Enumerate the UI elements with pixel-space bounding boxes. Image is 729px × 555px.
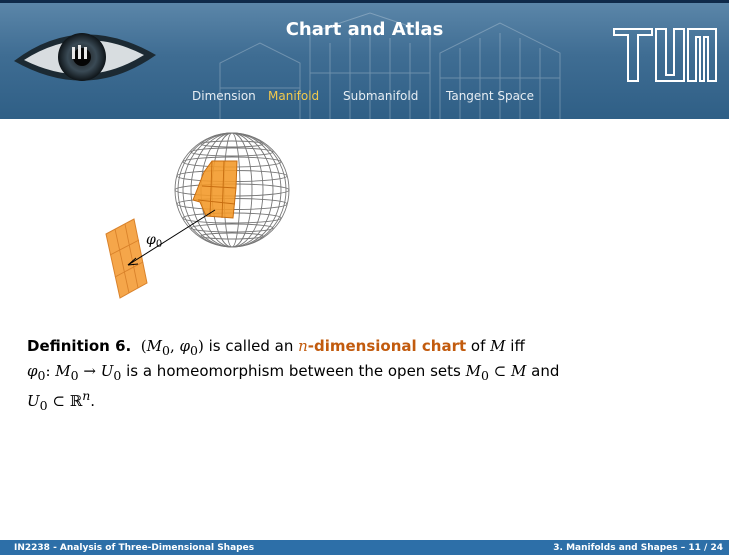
definition-line-2: φ0: M0 → U0 is a homeomorphism between t… — [27, 362, 560, 383]
slide-footer: IN2238 - Analysis of Three-Dimensional S… — [0, 540, 729, 555]
chart-plane — [105, 218, 148, 299]
slide-number: 3. Manifolds and Shapes – 11 / 24 — [553, 543, 723, 553]
nav-dimension[interactable]: Dimension — [192, 89, 256, 103]
map-arrow — [127, 209, 216, 266]
phi0-label: φ0 — [146, 232, 162, 250]
nav-manifold[interactable]: Manifold — [268, 89, 320, 103]
slide-header: Chart and Atlas Dimension Manifold Subma… — [0, 3, 729, 119]
chart-pair: (M0, φ0) — [140, 337, 204, 358]
nav-tangent-space[interactable]: Tangent Space — [446, 89, 534, 103]
building-silhouette — [219, 12, 561, 119]
section-nav: Dimension Manifold Submanifold Tangent S… — [0, 89, 729, 109]
sphere-patch — [192, 160, 238, 219]
definition-line-1: Definition 6. (M0, φ0) is called an n-di… — [27, 337, 525, 358]
top-rule — [0, 0, 729, 3]
course-title: IN2238 - Analysis of Three-Dimensional S… — [14, 543, 255, 553]
definition-line-3: U0 ⊂ ℝn. — [27, 388, 96, 413]
slide-title: Chart and Atlas — [285, 19, 444, 40]
definition-term: n-dimensional chart — [298, 337, 467, 355]
open-set-u0: U0 ⊂ ℝn — [27, 388, 91, 413]
open-set-m0: M0 ⊂ M — [465, 362, 527, 383]
definition-block: Definition 6. (M0, φ0) is called an n-di… — [27, 336, 687, 416]
eye-logo — [14, 33, 156, 81]
tum-logo — [613, 28, 717, 82]
nav-submanifold[interactable]: Submanifold — [343, 89, 419, 103]
definition-label: Definition 6. — [27, 337, 132, 355]
phi-map: φ0: M0 → U0 — [27, 362, 122, 383]
chart-figure: φ0 — [105, 132, 290, 299]
